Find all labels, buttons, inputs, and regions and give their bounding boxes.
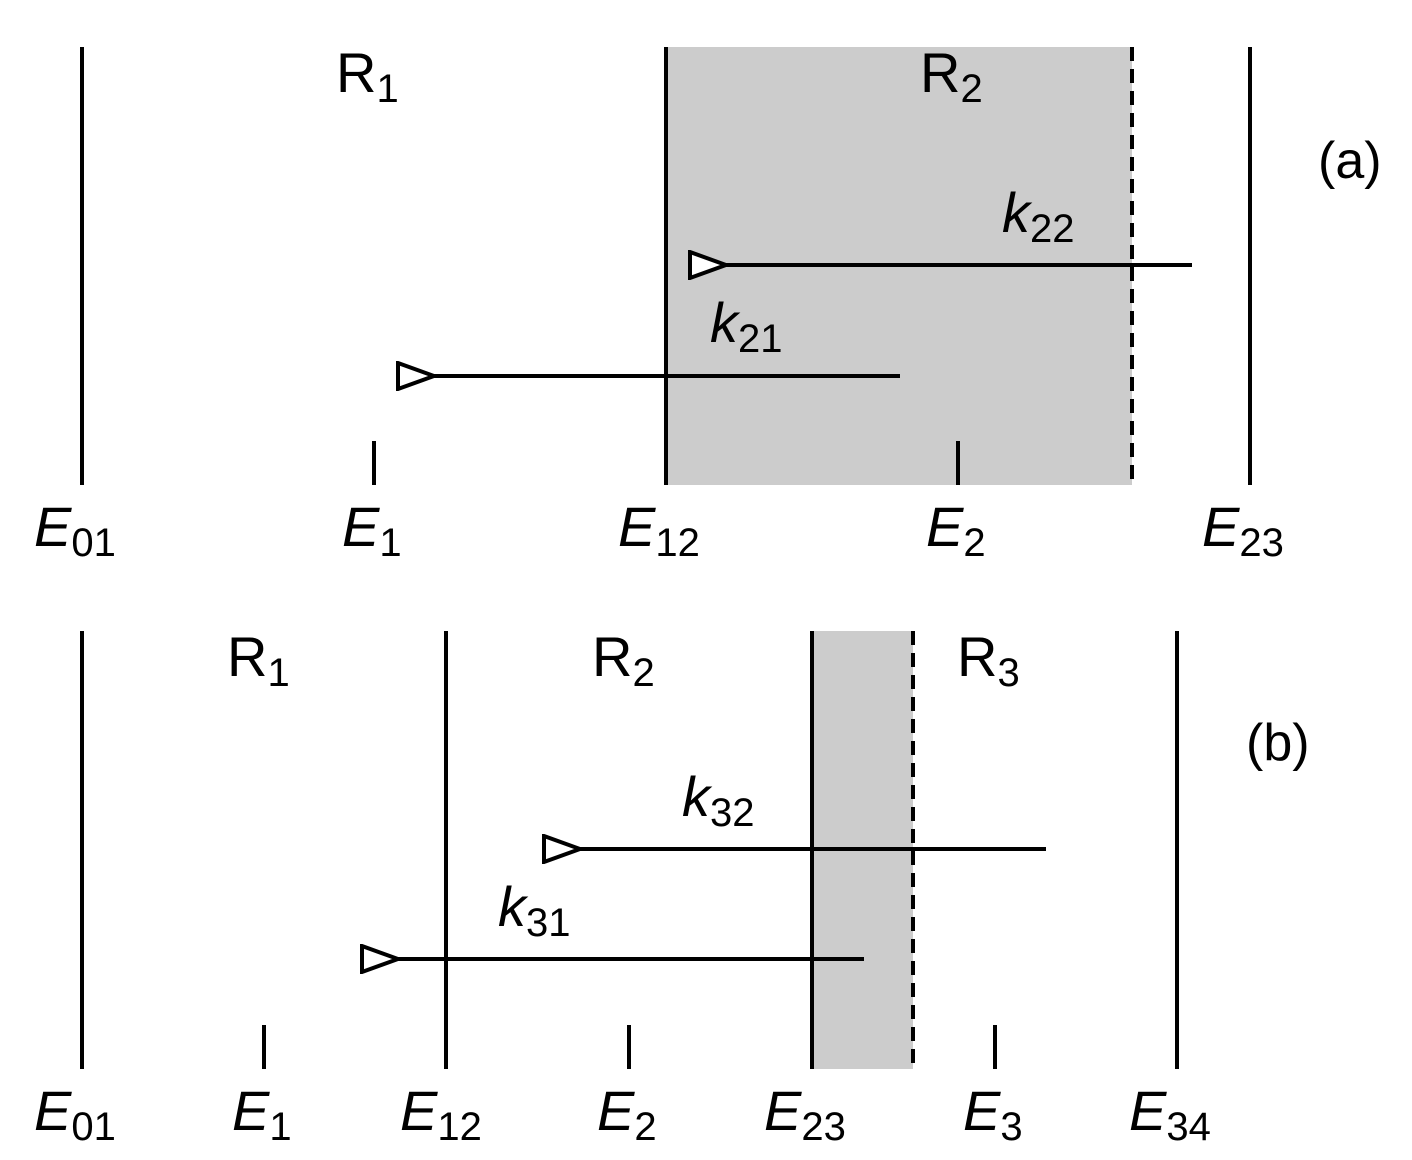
energy-label-e01: E01 xyxy=(34,1079,116,1149)
rate-label-k32: k32 xyxy=(682,765,755,835)
rate-label-k22: k22 xyxy=(1002,181,1075,251)
energy-label-e23: E23 xyxy=(764,1079,846,1149)
energy-label-e3: E3 xyxy=(963,1079,1023,1149)
panel-label-a: (a) xyxy=(1318,132,1382,190)
energy-label-e01: E01 xyxy=(34,495,116,565)
energy-label-e1: E1 xyxy=(342,495,402,565)
energy-label-e34: E34 xyxy=(1129,1079,1211,1149)
energy-label-e2: E2 xyxy=(926,495,986,565)
energy-label-e12: E12 xyxy=(618,495,700,565)
rate-label-k21: k21 xyxy=(710,291,783,361)
energy-label-e1: E1 xyxy=(232,1079,292,1149)
region-label-r1: R1 xyxy=(227,625,290,695)
panel-label-b: (b) xyxy=(1246,714,1310,772)
energy-label-e2: E2 xyxy=(597,1079,657,1149)
panel-a: R1 R2 (a) k22 k21 E01 E1 E12 E2 E23 xyxy=(34,41,1382,565)
panel-b: R1 R2 R3 (b) k32 k31 E01 E1 E12 E2 E23 E… xyxy=(34,625,1310,1149)
energy-label-e12: E12 xyxy=(400,1079,482,1149)
region-label-r3: R3 xyxy=(957,625,1020,695)
region-label-r2: R2 xyxy=(592,625,655,695)
energy-label-e23: E23 xyxy=(1202,495,1284,565)
region-label-r2: R2 xyxy=(920,41,983,111)
rate-label-k31: k31 xyxy=(498,875,571,945)
region-label-r1: R1 xyxy=(336,41,399,111)
